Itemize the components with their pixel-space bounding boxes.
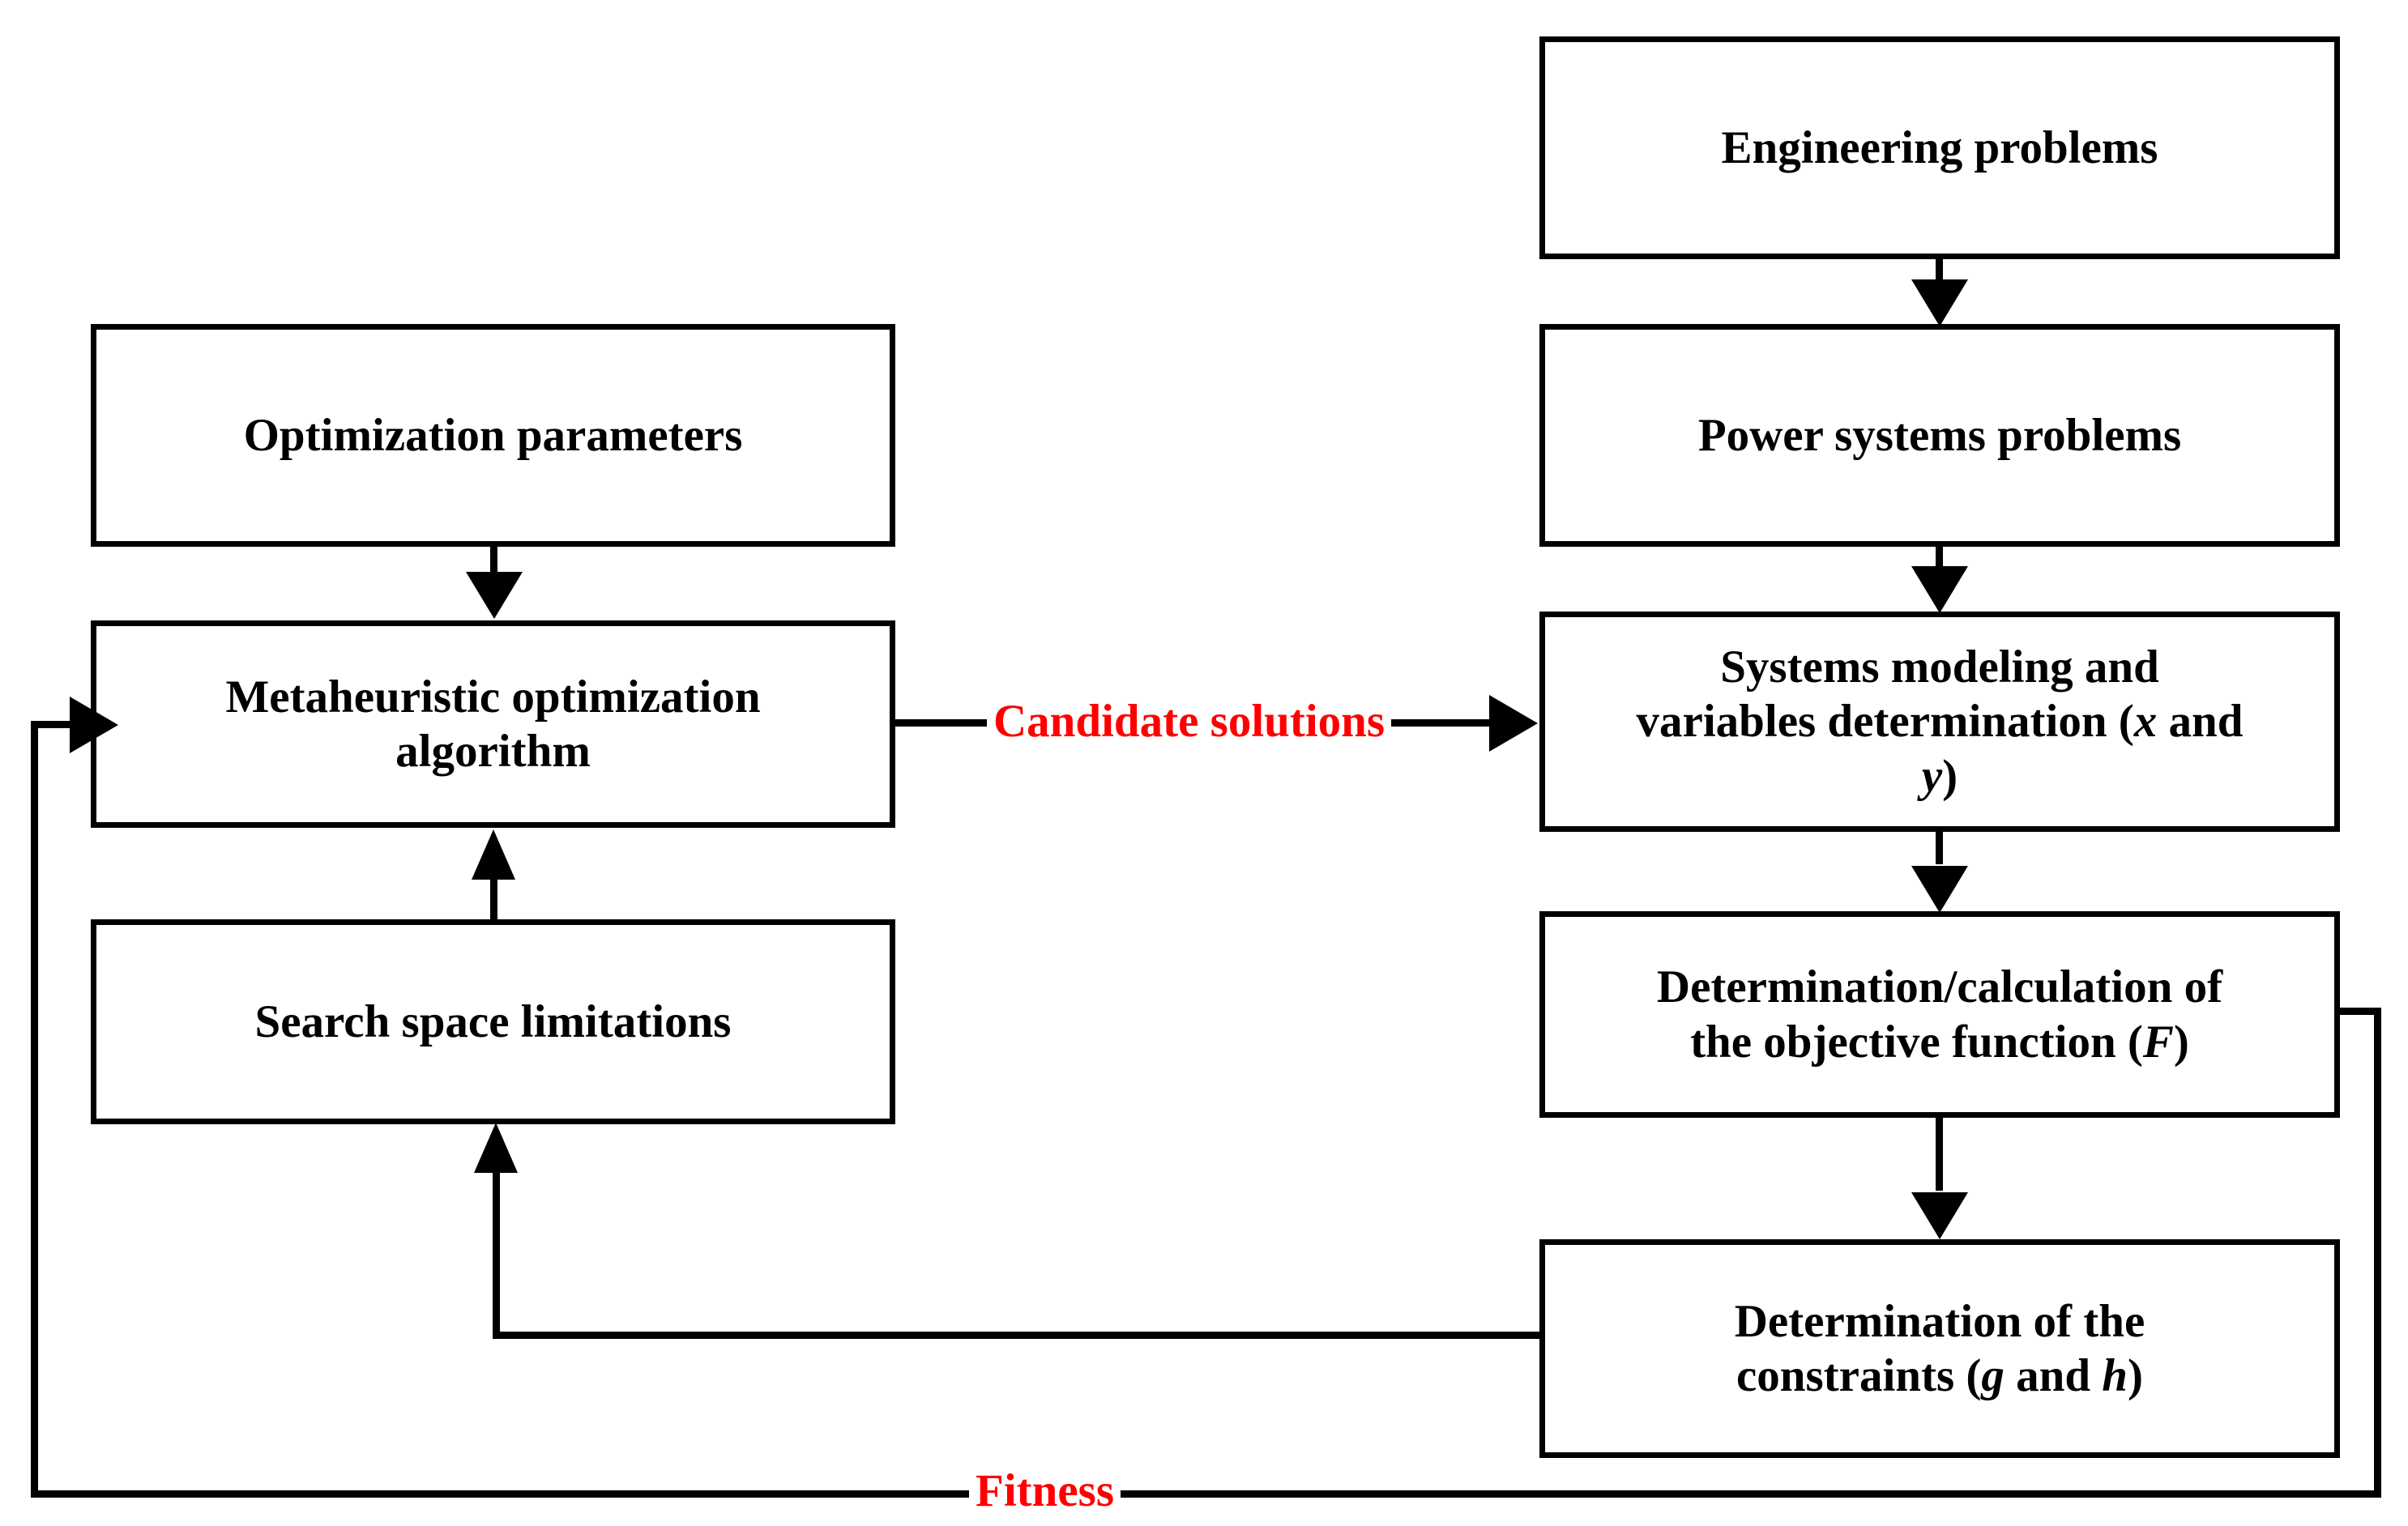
node-search-space-limitations-label: Search space limitations — [254, 995, 732, 1047]
arrowhead-fitness-to-metaheuristic — [70, 697, 118, 753]
constraints-line2a: constraints ( — [1736, 1350, 1982, 1401]
constraints-line2c: ) — [2128, 1350, 2143, 1401]
edge-engineering-to-power — [1936, 259, 1943, 288]
arrowhead-searchspace-to-metaheuristic — [472, 829, 515, 880]
arrowhead-objective-to-constraints — [1911, 1192, 1968, 1239]
variable-h: h — [2102, 1350, 2128, 1401]
arrowhead-parameters-to-metaheuristic — [466, 572, 523, 619]
node-optimization-parameters[interactable]: Optimization parameters — [91, 324, 895, 547]
constraints-line2b: and — [2004, 1350, 2103, 1401]
arrowhead-modeling-to-objective — [1911, 866, 1968, 913]
node-search-space-limitations[interactable]: Search space limitations — [91, 919, 895, 1124]
metaheuristic-line2: algorithm — [395, 726, 591, 777]
flow-label-fitness: Fitness — [969, 1468, 1121, 1514]
edge-power-to-modeling — [1936, 547, 1943, 573]
node-constraints-label: Determination of the constraints (g and … — [1714, 1294, 2167, 1404]
node-power-systems-problems-label: Power systems problems — [1697, 409, 2182, 461]
metaheuristic-line1: Metaheuristic optimization — [225, 671, 761, 723]
variable-g: g — [1981, 1350, 2005, 1401]
objective-line1: Determination/calculation of — [1656, 961, 2223, 1013]
variable-f: F — [2142, 1016, 2174, 1068]
arrowhead-constraints-feedback — [474, 1123, 518, 1173]
node-engineering-problems[interactable]: Engineering problems — [1539, 36, 2340, 259]
edge-fitness-entry — [31, 721, 79, 728]
node-objective-function-label: Determination/calculation of the objecti… — [1636, 960, 2244, 1069]
edge-constraints-feedback-horizontal — [493, 1332, 1541, 1339]
arrowhead-power-to-modeling — [1911, 566, 1968, 613]
edge-fitness-left-vertical — [31, 721, 38, 1494]
edge-fitness-bottom-horizontal — [31, 1490, 2381, 1498]
systems-modeling-line2b: and — [2157, 696, 2244, 748]
arrowhead-candidate-solutions — [1489, 695, 1538, 752]
flow-label-candidate-solutions: Candidate solutions — [987, 698, 1392, 744]
variable-y: y — [1921, 750, 1943, 802]
node-metaheuristic-algorithm-label: Metaheuristic optimization algorithm — [204, 670, 781, 779]
node-optimization-parameters-label: Optimization parameters — [243, 409, 743, 461]
constraints-line1: Determination of the — [1734, 1295, 2145, 1347]
edge-modeling-to-objective — [1936, 832, 1943, 864]
node-objective-function[interactable]: Determination/calculation of the objecti… — [1539, 911, 2340, 1118]
objective-line2a: the objective function ( — [1690, 1016, 2143, 1068]
node-engineering-problems-label: Engineering problems — [1721, 121, 2158, 173]
node-power-systems-problems[interactable]: Power systems problems — [1539, 324, 2340, 547]
edge-objective-to-constraints — [1936, 1118, 1943, 1191]
arrowhead-engineering-to-power — [1911, 279, 1968, 326]
node-systems-modeling-label: Systems modeling and variables determina… — [1616, 640, 2265, 803]
objective-line2b: ) — [2173, 1016, 2189, 1068]
variable-x: x — [2133, 696, 2158, 748]
systems-modeling-line1: Systems modeling and — [1720, 642, 2159, 693]
edge-parameters-to-metaheuristic — [490, 544, 497, 573]
systems-modeling-line3b: ) — [1942, 750, 1958, 802]
node-constraints[interactable]: Determination of the constraints (g and … — [1539, 1239, 2340, 1458]
edge-constraints-feedback-vertical — [493, 1166, 500, 1335]
edge-searchspace-to-metaheuristic — [490, 867, 497, 922]
node-systems-modeling[interactable]: Systems modeling and variables determina… — [1539, 612, 2340, 832]
node-metaheuristic-algorithm[interactable]: Metaheuristic optimization algorithm — [91, 620, 895, 828]
edge-fitness-exit — [2337, 1008, 2381, 1015]
edge-fitness-right-vertical — [2374, 1008, 2381, 1498]
systems-modeling-line2a: variables determination ( — [1636, 696, 2134, 748]
